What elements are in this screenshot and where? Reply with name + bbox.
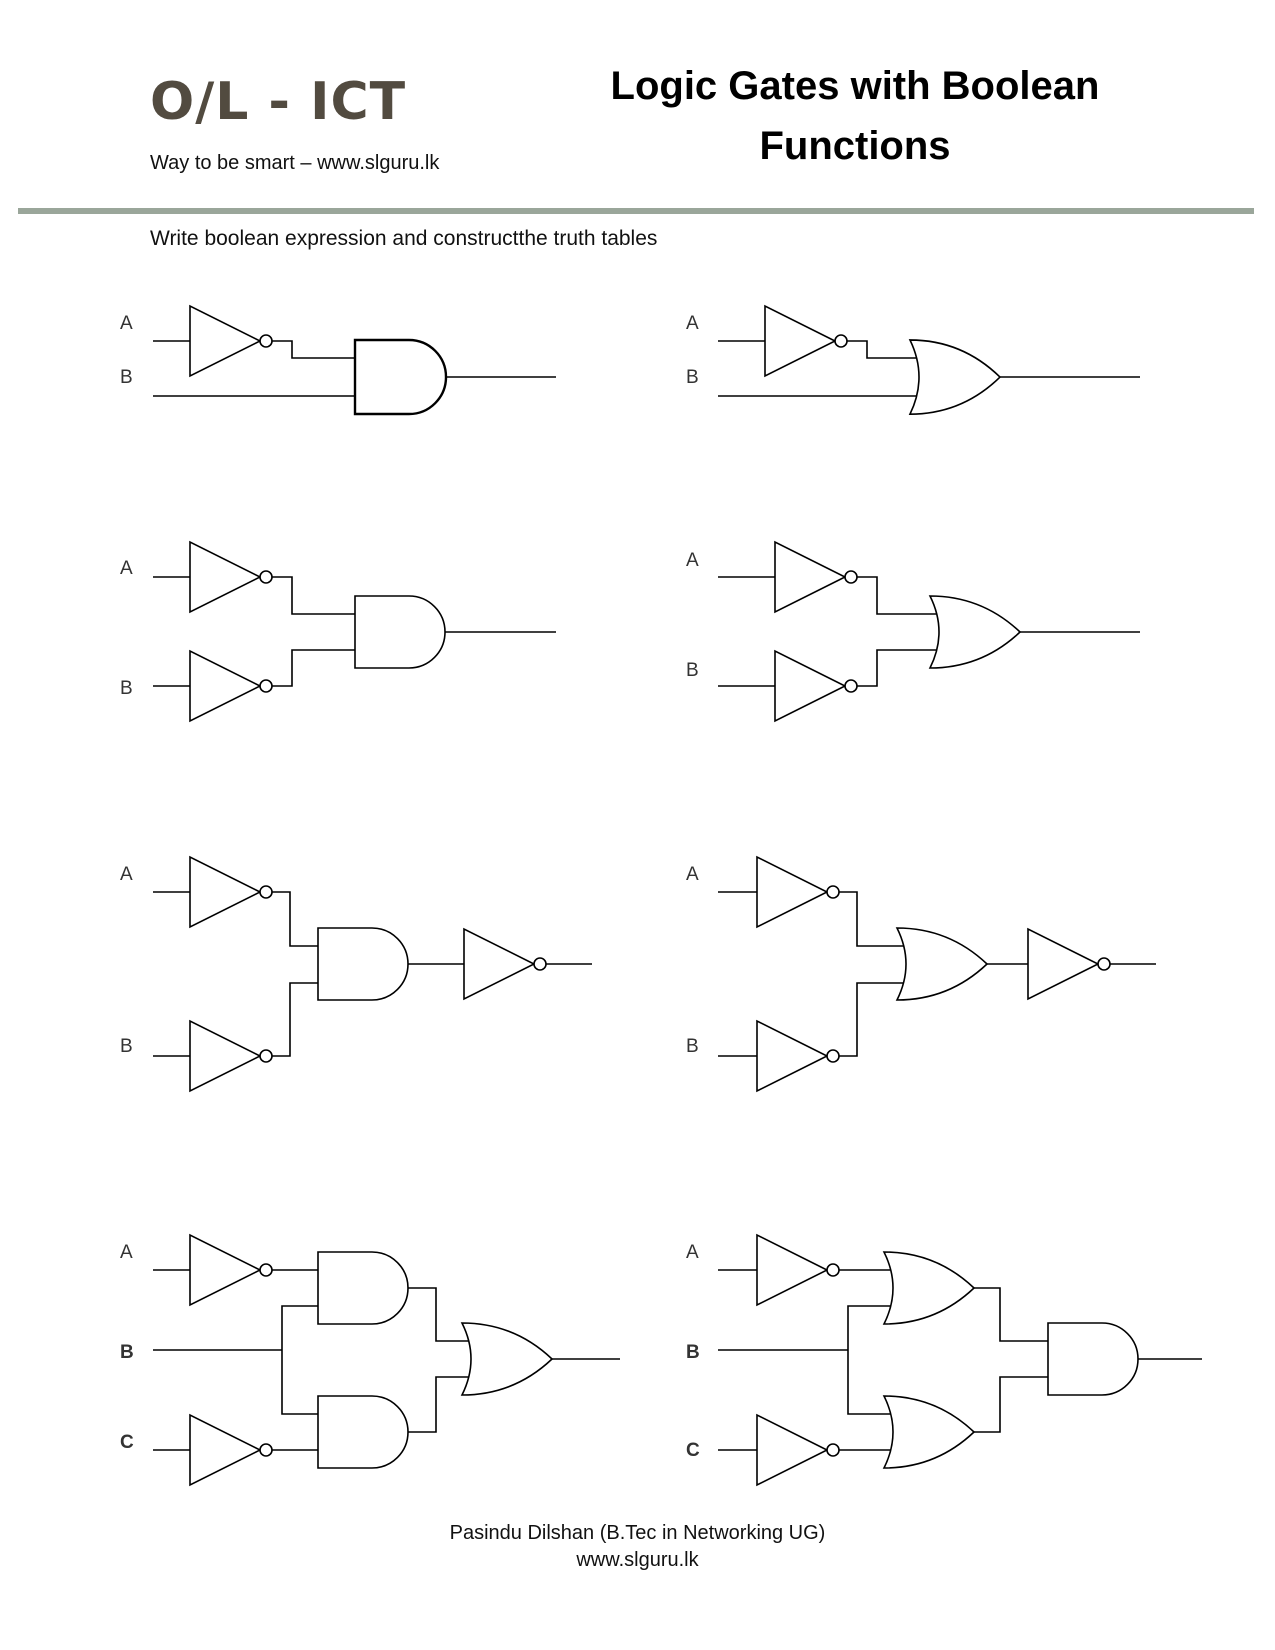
wire	[272, 982, 318, 1057]
wire	[281, 1305, 318, 1415]
not-gate	[764, 305, 848, 377]
instruction-text: Write boolean expression and constructth…	[150, 227, 658, 250]
not-gate	[756, 856, 840, 928]
input-label-a: A	[686, 550, 699, 571]
brand-logo-text: O/L - ICT	[150, 72, 407, 132]
and-gate	[317, 1395, 409, 1469]
input-label-b: B	[686, 1342, 700, 1363]
not-gate	[1027, 928, 1111, 1000]
or-gate	[908, 339, 1002, 415]
footer-author: Pasindu Dilshan (B.Tec in Networking UG)	[449, 1522, 826, 1544]
input-label-a: A	[686, 313, 699, 334]
circuit-7: A B C	[120, 1234, 620, 1486]
wire	[974, 1287, 1048, 1342]
circuit-6: A B	[686, 856, 1156, 1092]
not-gate	[774, 650, 858, 722]
input-label-a: A	[120, 1242, 133, 1263]
and-gate	[1047, 1322, 1139, 1396]
page-title: Logic Gates with Boolean Functions	[555, 56, 1155, 176]
wire	[857, 576, 938, 615]
wire	[847, 1305, 892, 1415]
not-gate	[756, 1414, 840, 1486]
circuit-2: A B	[686, 305, 1140, 415]
not-gate	[189, 1020, 273, 1092]
wire	[847, 340, 918, 359]
or-gate	[883, 1251, 975, 1325]
wire	[974, 1376, 1048, 1433]
not-gate	[756, 1234, 840, 1306]
page-title-line-2: Functions	[759, 124, 951, 168]
not-gate	[774, 541, 858, 613]
not-gate	[189, 541, 273, 613]
wire	[272, 340, 355, 359]
input-label-a: A	[120, 558, 133, 579]
wire	[272, 576, 355, 615]
or-gate	[896, 927, 988, 1001]
input-label-b: B	[120, 1342, 134, 1363]
input-label-a: A	[686, 864, 699, 885]
input-label-b: B	[686, 660, 699, 681]
input-label-b: B	[686, 1036, 699, 1057]
circuit-1: A B	[120, 305, 556, 416]
not-gate	[189, 1234, 273, 1306]
or-gate	[883, 1395, 975, 1469]
not-gate	[189, 650, 273, 722]
or-gate	[929, 595, 1021, 669]
wire	[408, 1287, 470, 1342]
footer-website: www.slguru.lk	[576, 1549, 699, 1571]
not-gate	[189, 1414, 273, 1486]
not-gate	[756, 1020, 840, 1092]
input-label-a: A	[120, 313, 133, 334]
not-gate	[189, 305, 273, 377]
input-label-a: A	[120, 864, 133, 885]
wire	[408, 1376, 470, 1433]
circuit-5: A B	[120, 856, 592, 1092]
circuit-3: A B	[120, 541, 556, 722]
circuit-8: A B C	[686, 1234, 1202, 1486]
wire	[272, 649, 355, 687]
tagline: Way to be smart – www.slguru.lk	[150, 152, 440, 174]
input-label-b: B	[120, 367, 133, 388]
wire	[857, 649, 938, 687]
wire	[839, 891, 905, 947]
page-title-line-1: Logic Gates with Boolean	[610, 64, 1100, 108]
input-label-b: B	[686, 367, 699, 388]
input-label-a: A	[686, 1242, 699, 1263]
or-gate	[461, 1322, 553, 1396]
input-label-c: C	[686, 1440, 700, 1461]
and-gate	[354, 595, 446, 669]
input-label-b: B	[120, 678, 133, 699]
input-label-c: C	[120, 1432, 134, 1453]
input-label-b: B	[120, 1036, 133, 1057]
not-gate	[189, 856, 273, 928]
and-gate	[317, 1251, 409, 1325]
wire	[272, 891, 318, 947]
wire	[839, 982, 905, 1057]
and-gate	[317, 927, 409, 1001]
circuit-4: A B	[686, 541, 1140, 722]
not-gate	[463, 928, 547, 1000]
header-divider	[18, 208, 1254, 214]
and-gate	[353, 338, 448, 416]
